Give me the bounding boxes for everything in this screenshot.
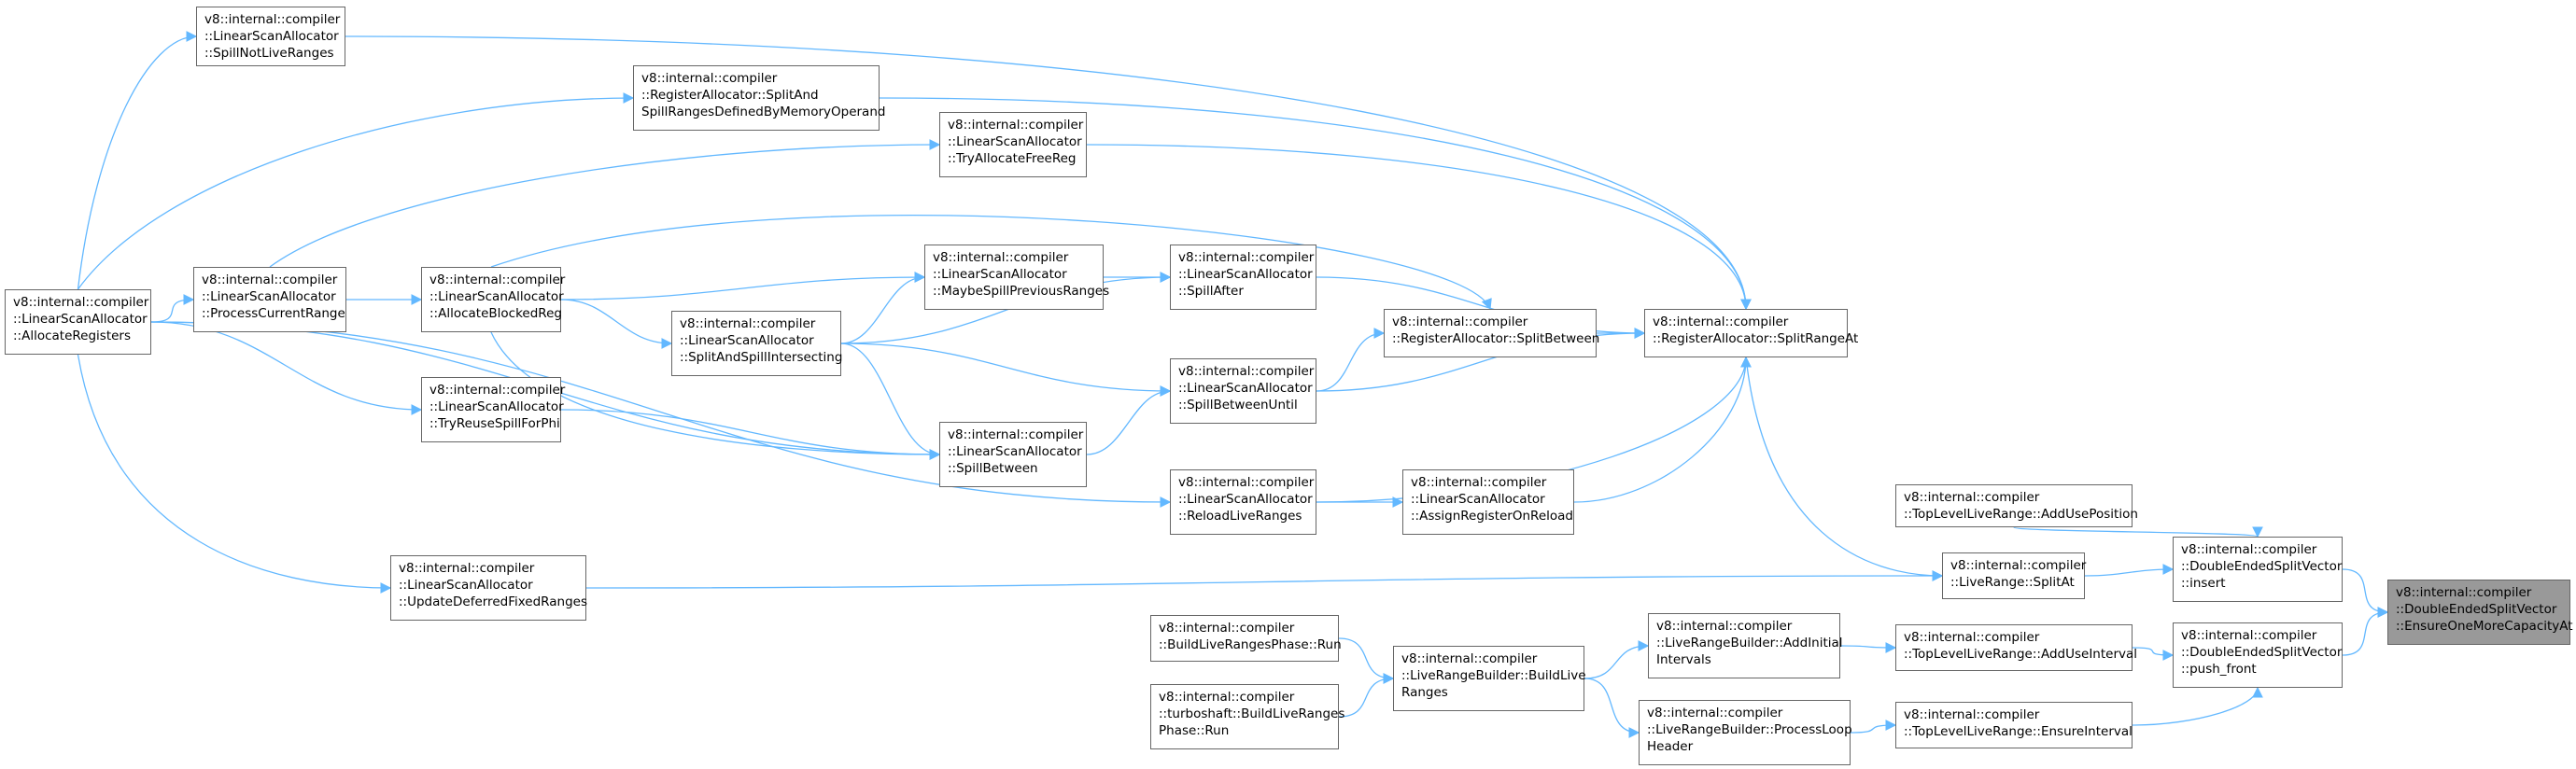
edge-allocate-registers-to-try-reuse-spill-for-phi xyxy=(150,321,423,415)
edge-process-loop-header-to-ensure-interval xyxy=(1850,720,1897,734)
edge-split-and-spill-intersecting-to-spill-between-until xyxy=(840,343,1172,397)
node-live-range-split-at[interactable]: v8::internal::compiler ::LiveRange::Spli… xyxy=(1942,552,2086,599)
node-ensure-one-more-capacity-at[interactable]: v8::internal::compiler ::DoubleEndedSpli… xyxy=(2387,580,2573,645)
node-add-use-position[interactable]: v8::internal::compiler ::TopLevelLiveRan… xyxy=(1895,484,2138,527)
node-double-ended-split-vector-insert[interactable]: v8::internal::compiler ::DoubleEndedSpli… xyxy=(2173,537,2343,602)
edge-try-reuse-spill-for-phi-to-spill-between xyxy=(560,409,941,460)
edge-assign-register-on-reload-to-split-range-at xyxy=(1573,356,1752,503)
edge-allocate-registers-to-split-and-spill-memop xyxy=(77,92,635,290)
edge-allocate-registers-to-update-deferred-fixed xyxy=(77,354,392,594)
node-turboshaft-build-live-ranges-phase-run[interactable]: v8::internal::compiler ::turboshaft::Bui… xyxy=(1150,684,1344,749)
edge-allocate-blocked-reg-to-split-between xyxy=(490,215,1492,311)
edge-live-range-split-at-to-desv-insert xyxy=(2084,564,2175,577)
node-split-between[interactable]: v8::internal::compiler ::RegisterAllocat… xyxy=(1384,309,1599,357)
edge-spill-between-to-spill-between-until xyxy=(1086,385,1172,455)
node-build-live-ranges[interactable]: v8::internal::compiler ::LiveRangeBuilde… xyxy=(1393,646,1586,711)
edge-spill-between-until-to-split-between xyxy=(1316,328,1386,392)
node-update-deferred-fixed-ranges[interactable]: v8::internal::compiler ::LinearScanAlloc… xyxy=(390,555,587,621)
edge-add-use-position-to-desv-insert xyxy=(2013,526,2263,538)
edge-allocate-registers-to-spill-not-live xyxy=(77,31,198,290)
node-try-allocate-free-reg[interactable]: v8::internal::compiler ::LinearScanAlloc… xyxy=(939,112,1087,177)
node-build-live-ranges-phase-run[interactable]: v8::internal::compiler ::BuildLiveRanges… xyxy=(1150,615,1342,662)
node-spill-not-live-ranges[interactable]: v8::internal::compiler ::LinearScanAlloc… xyxy=(196,7,345,66)
node-try-reuse-spill-for-phi[interactable]: v8::internal::compiler ::LinearScanAlloc… xyxy=(421,377,565,442)
node-ensure-interval[interactable]: v8::internal::compiler ::TopLevelLiveRan… xyxy=(1895,702,2133,748)
edge-build-live-to-add-initial-intervals xyxy=(1584,640,1650,679)
edge-build-live-ranges-phase-to-build-live xyxy=(1338,637,1395,684)
node-spill-after[interactable]: v8::internal::compiler ::LinearScanAlloc… xyxy=(1170,245,1316,310)
edge-add-use-interval-to-desv-push-front xyxy=(2132,647,2175,661)
node-allocate-registers[interactable]: v8::internal::compiler ::LinearScanAlloc… xyxy=(5,289,151,355)
node-spill-between[interactable]: v8::internal::compiler ::LinearScanAlloc… xyxy=(939,422,1087,487)
edge-spill-not-live-to-split-range-at xyxy=(345,35,1752,311)
edge-try-allocate-free-reg-to-split-range-at xyxy=(1086,144,1752,311)
edge-split-range-at-to-live-range-split-at xyxy=(1745,357,1944,581)
node-split-range-at[interactable]: v8::internal::compiler ::RegisterAllocat… xyxy=(1644,309,1858,357)
edge-allocate-blocked-reg-to-split-and-spill-intersecting xyxy=(560,299,673,349)
node-split-and-spill-intersecting[interactable]: v8::internal::compiler ::LinearScanAlloc… xyxy=(671,311,842,376)
edge-ensure-interval-to-desv-push-front xyxy=(2132,686,2263,726)
node-process-current-range[interactable]: v8::internal::compiler ::LinearScanAlloc… xyxy=(193,267,346,332)
node-maybe-spill-previous-ranges[interactable]: v8::internal::compiler ::LinearScanAlloc… xyxy=(924,245,1109,310)
node-add-use-interval[interactable]: v8::internal::compiler ::TopLevelLiveRan… xyxy=(1895,624,2137,671)
edge-split-and-spill-intersecting-to-spill-after xyxy=(840,272,1172,344)
edge-allocate-registers-to-reload-live-ranges xyxy=(150,321,1172,508)
edge-split-and-spill-intersecting-to-maybe-spill-previous xyxy=(840,272,926,344)
edge-turboshaft-build-to-build-live xyxy=(1338,673,1395,718)
edge-add-initial-intervals-to-add-use-interval xyxy=(1839,642,1897,653)
node-process-loop-header[interactable]: v8::internal::compiler ::LiveRangeBuilde… xyxy=(1639,700,1852,765)
node-double-ended-split-vector-push-front[interactable]: v8::internal::compiler ::DoubleEndedSpli… xyxy=(2173,622,2343,688)
node-split-and-spill-ranges-defined-by-memory-operand[interactable]: v8::internal::compiler ::RegisterAllocat… xyxy=(633,65,885,131)
node-assign-register-on-reload[interactable]: v8::internal::compiler ::LinearScanAlloc… xyxy=(1402,469,1574,535)
node-reload-live-ranges[interactable]: v8::internal::compiler ::LinearScanAlloc… xyxy=(1170,469,1316,535)
edge-update-deferred-fixed-to-live-range-split-at xyxy=(585,570,1944,589)
edge-allocate-blocked-reg-to-spill-between xyxy=(490,331,941,460)
node-add-initial-intervals[interactable]: v8::internal::compiler ::LiveRangeBuilde… xyxy=(1648,613,1843,678)
edge-allocate-registers-to-process-current-range xyxy=(150,294,195,323)
edge-process-current-range-to-try-allocate-free-reg xyxy=(269,139,941,268)
edge-build-live-to-process-loop-header xyxy=(1584,678,1640,738)
node-allocate-blocked-reg[interactable]: v8::internal::compiler ::LinearScanAlloc… xyxy=(421,267,565,332)
node-spill-between-until[interactable]: v8::internal::compiler ::LinearScanAlloc… xyxy=(1170,358,1316,424)
edge-desv-push-front-to-ensure-one-more-capacity xyxy=(2342,607,2389,656)
edge-allocate-blocked-reg-to-maybe-spill-previous xyxy=(560,272,926,301)
edge-split-and-spill-memop-to-split-range-at xyxy=(879,97,1752,311)
edge-desv-insert-to-ensure-one-more-capacity xyxy=(2342,568,2389,618)
edge-split-and-spill-intersecting-to-spill-between xyxy=(840,343,941,460)
